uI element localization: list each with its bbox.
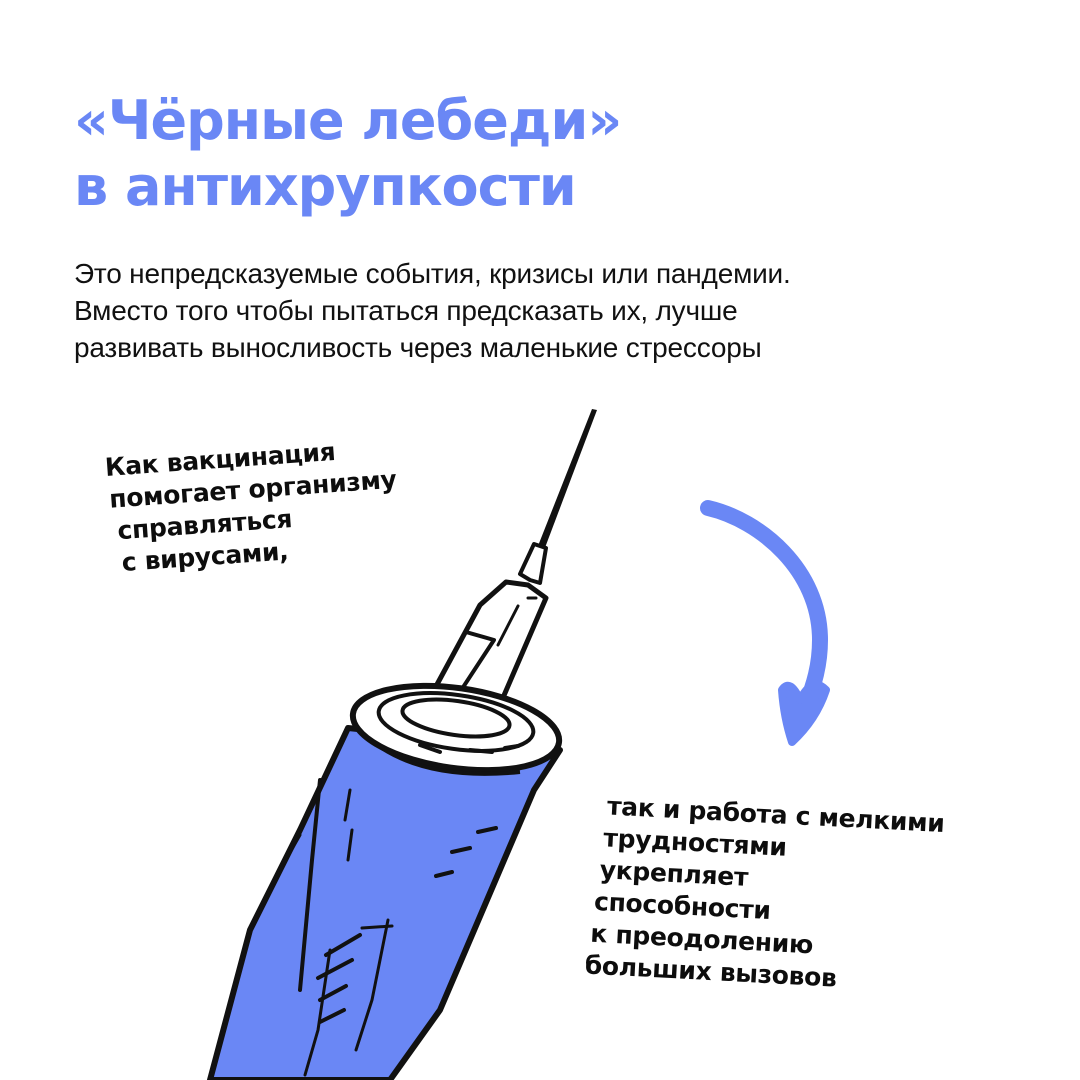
intro-line-2: Вместо того чтобы пытаться предсказать и… xyxy=(74,295,738,326)
note-vaccination: Как вакцинация помогает организму справл… xyxy=(104,432,402,580)
intro-text: Это непредсказуемые события, кризисы или… xyxy=(74,255,791,366)
intro-line-1: Это непредсказуемые события, кризисы или… xyxy=(74,258,791,289)
syringe-hub xyxy=(431,579,549,703)
note-small-difficulties: так и работа с мелкими трудностями укреп… xyxy=(584,790,945,1000)
page-title: «Чёрные лебеди» в антихрупкости xyxy=(74,88,622,220)
title-line-1: «Чёрные лебеди» xyxy=(74,89,622,152)
syringe-barrel xyxy=(207,682,563,1080)
needle-icon xyxy=(518,409,597,585)
curved-arrow-icon xyxy=(700,500,830,746)
title-line-2: в антихрупкости xyxy=(74,155,577,218)
intro-line-3: развивать выносливость через маленькие с… xyxy=(74,332,762,363)
